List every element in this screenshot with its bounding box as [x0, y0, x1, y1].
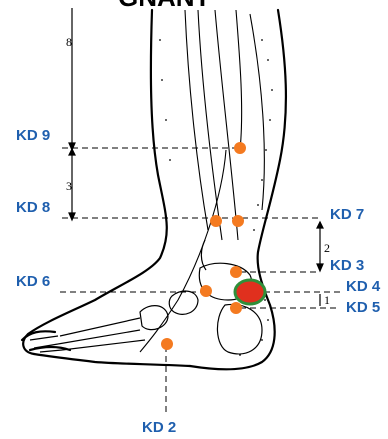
shin-front-outline [23, 10, 167, 354]
toe-outline [22, 331, 70, 350]
measure-8-label: 8 [66, 35, 72, 49]
cuneiform-bones [140, 306, 168, 330]
foot-bones [30, 240, 262, 354]
kd3-point[interactable] [230, 266, 242, 278]
kd9-label: KD 9 [16, 127, 50, 144]
kd6-label: KD 6 [16, 273, 50, 290]
leg-outline [22, 10, 286, 369]
metatarsal-1 [60, 318, 140, 336]
measure-2-label: 2 [324, 241, 330, 255]
kd3-label: KD 3 [330, 257, 364, 274]
measure-3-label: 3 [66, 179, 72, 193]
measure-1-label: 1 [324, 293, 330, 307]
kd7-label: KD 7 [330, 206, 364, 223]
kd5-point[interactable] [230, 302, 242, 314]
point-labels: KD 9 KD 8 KD 7 KD 6 KD 3 KD 4 KD 5 KD 2 [16, 127, 381, 436]
kd2-point[interactable] [161, 338, 173, 350]
kd7-point[interactable] [232, 215, 244, 227]
kd5-label: KD 5 [346, 299, 380, 316]
measurement-labels: 8 3 2 1 [66, 35, 330, 307]
kd2-label: KD 2 [142, 419, 176, 436]
navicular-bone [169, 291, 198, 314]
kd8-label: KD 8 [16, 199, 50, 216]
kd4-label: KD 4 [346, 278, 381, 295]
sole-outline [34, 354, 190, 366]
kd4-highlight-point[interactable] [235, 280, 265, 304]
kd6-point[interactable] [200, 285, 212, 297]
kd8-point[interactable] [210, 215, 222, 227]
page-title: GNANT [118, 0, 211, 12]
kd9-point[interactable] [234, 142, 246, 154]
calf-back-outline [190, 10, 286, 369]
